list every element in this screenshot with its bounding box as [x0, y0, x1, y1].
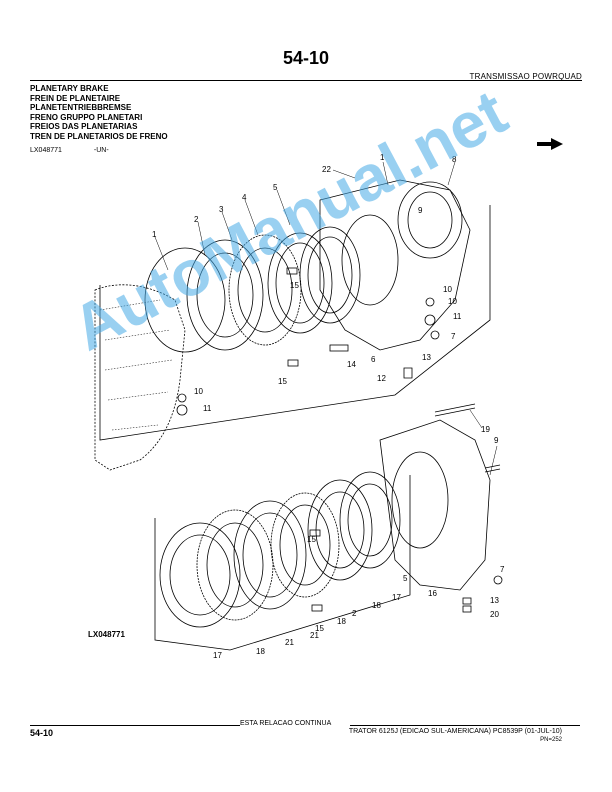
- svg-text:14: 14: [347, 360, 356, 369]
- svg-text:7: 7: [500, 565, 505, 574]
- svg-text:18: 18: [337, 617, 346, 626]
- svg-text:3: 3: [219, 205, 224, 214]
- svg-text:2: 2: [194, 215, 199, 224]
- title-en: PLANETARY BRAKE: [30, 84, 109, 93]
- title-de: PLANETENTRIEBBREMSE: [30, 103, 132, 113]
- footer-page-number: 54-10: [30, 728, 54, 738]
- svg-text:2: 2: [352, 609, 357, 618]
- svg-text:18: 18: [256, 647, 265, 656]
- svg-text:12: 12: [377, 374, 386, 383]
- svg-text:16: 16: [428, 589, 437, 598]
- figure-marker: -UN-: [93, 147, 109, 154]
- header-rule: [30, 80, 582, 81]
- title-fr: FREIN DE PLANETAIRE: [30, 93, 121, 103]
- svg-text:9: 9: [418, 206, 423, 215]
- title-pt: FREIOS DAS PLANETARIAS: [30, 122, 138, 132]
- figure-reference: LX048771 -UN-: [30, 147, 109, 154]
- footer-rule-right: [350, 725, 580, 726]
- svg-text:13: 13: [490, 596, 499, 605]
- footer-rule-left: [30, 725, 240, 726]
- svg-text:10: 10: [448, 297, 457, 306]
- svg-text:15: 15: [278, 377, 287, 386]
- footer-info: TRATOR 6125J (EDICAO SUL-AMERICANA) PC85…: [348, 728, 562, 735]
- callout-8a: 8: [452, 155, 457, 164]
- svg-text:15: 15: [290, 281, 299, 290]
- svg-text:5: 5: [403, 574, 408, 583]
- svg-text:5: 5: [273, 183, 278, 192]
- svg-text:20: 20: [490, 610, 499, 619]
- svg-text:15: 15: [315, 624, 324, 633]
- footer-pn: PN=252: [540, 737, 562, 743]
- svg-text:17: 17: [392, 593, 401, 602]
- top-frame: [99, 205, 491, 441]
- svg-text:7: 7: [451, 332, 456, 341]
- svg-text:13: 13: [422, 353, 431, 362]
- title-it: FRENO GRUPPO PLANETARI: [30, 112, 143, 122]
- svg-text:10: 10: [194, 387, 203, 396]
- svg-text:18: 18: [372, 601, 381, 610]
- svg-text:6: 6: [371, 355, 376, 364]
- section-title: TRANSMISSAO POWRQUAD: [469, 72, 582, 81]
- svg-text:21: 21: [310, 631, 319, 640]
- callout-22: 22: [322, 165, 331, 174]
- page-number: 54-10: [282, 48, 330, 68]
- svg-text:15: 15: [307, 535, 316, 544]
- svg-text:17: 17: [213, 651, 222, 660]
- svg-text:10: 10: [443, 285, 452, 294]
- multilingual-titles: PLANETARY BRAKE FREIN DE PLANETAIRE PLAN…: [30, 84, 168, 142]
- svg-text:9: 9: [494, 436, 499, 445]
- svg-text:4: 4: [242, 193, 247, 202]
- svg-text:11: 11: [453, 312, 462, 321]
- diagram-caption: LX048771: [88, 630, 125, 639]
- continues-notice: ESTA RELACAO CONTINUA: [240, 720, 332, 727]
- callout-1a: 1: [380, 153, 385, 162]
- continue-arrow-icon: [537, 138, 563, 150]
- svg-text:21: 21: [285, 638, 294, 647]
- svg-text:11: 11: [203, 404, 212, 413]
- svg-text:19: 19: [481, 425, 490, 434]
- svg-text:1: 1: [152, 230, 157, 239]
- bottom-frame: [154, 475, 411, 651]
- title-es: TREN DE PLANETARIOS DE FRENO: [30, 131, 168, 141]
- figure-code: LX048771: [30, 147, 62, 154]
